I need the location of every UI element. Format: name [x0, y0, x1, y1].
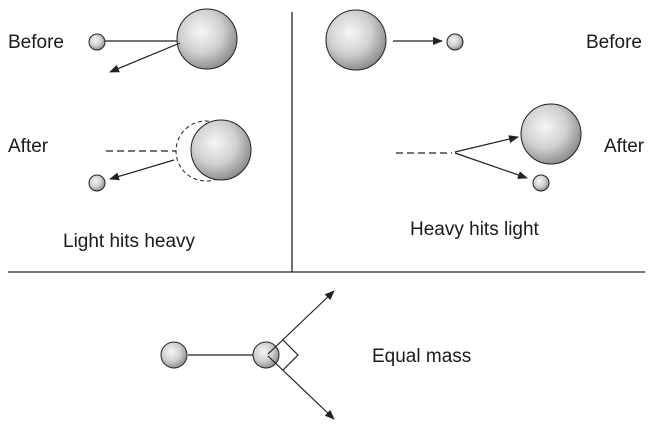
light-ball-before-right	[446, 33, 464, 51]
moving-ball-equal	[160, 341, 188, 369]
rebound-arrow-light	[109, 42, 181, 73]
heavy-ball-before-right	[325, 9, 387, 71]
caption-light-hits-heavy: Light hits heavy	[63, 231, 196, 252]
deflect-arrow-down	[267, 355, 335, 420]
panel-heavy-hits-light: Before After Heavy hits light	[325, 9, 645, 240]
caption-equal-mass: Equal mass	[372, 346, 471, 367]
light-forward-arrow	[454, 152, 528, 179]
after-label-right: After	[604, 136, 645, 157]
after-label-left: After	[8, 136, 49, 157]
heavy-ball-after-right	[520, 103, 582, 165]
heavy-ball-after	[190, 119, 252, 181]
panel-equal-mass: Equal mass	[160, 290, 471, 420]
heavy-continue-arrow	[454, 135, 519, 153]
light-ball-after-right	[532, 174, 550, 192]
panel-light-hits-heavy: Before After Light hits heavy	[8, 8, 252, 252]
before-label-right: Before	[586, 32, 642, 53]
right-angle-marker	[282, 339, 299, 371]
rebound-arrow-after	[109, 159, 175, 181]
target-ball-equal	[252, 341, 280, 369]
caption-heavy-hits-light: Heavy hits light	[410, 219, 540, 240]
deflect-arrow-up	[267, 290, 335, 355]
light-ball-after	[88, 174, 106, 192]
before-label-left: Before	[8, 32, 64, 53]
light-ball-before	[88, 33, 106, 51]
heavy-ball-before	[176, 8, 238, 70]
